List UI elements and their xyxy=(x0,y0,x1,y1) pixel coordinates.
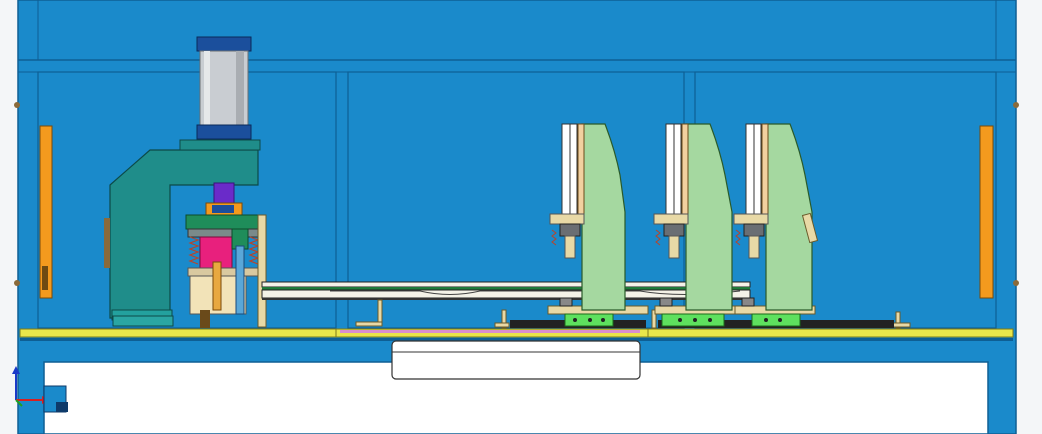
magenta-die xyxy=(199,236,233,270)
cylinder-top-cap xyxy=(196,36,252,52)
orange-strip-left xyxy=(39,125,53,299)
clamp-station-1 xyxy=(549,123,626,311)
press-springs xyxy=(188,236,260,265)
lower-tray xyxy=(391,340,641,380)
orange-strip-right xyxy=(979,125,994,299)
orange-side-strips xyxy=(39,125,994,299)
cylinder-rod xyxy=(213,182,235,204)
track-supports xyxy=(355,299,911,329)
lower-panel xyxy=(43,340,989,434)
cylinder-bottom-cap xyxy=(196,124,252,140)
press-feed-screw xyxy=(235,245,245,315)
press-unit xyxy=(104,36,267,328)
clamp-station-3 xyxy=(733,123,819,311)
feed-track xyxy=(261,281,751,300)
base-rail xyxy=(19,328,1014,341)
xyz-axis-triad-icon xyxy=(12,366,68,413)
green-carriage-3 xyxy=(751,313,801,327)
clamp-station-2 xyxy=(653,123,733,311)
